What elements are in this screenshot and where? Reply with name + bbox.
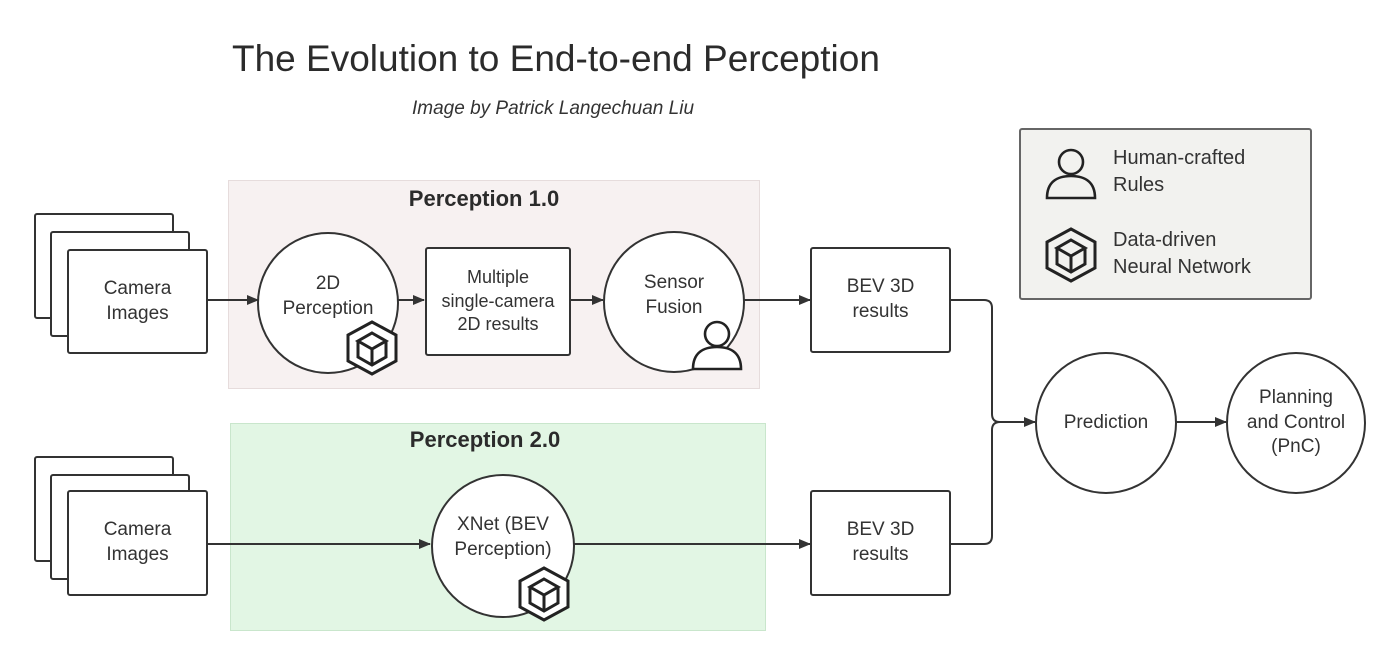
cube-icon: [346, 320, 398, 376]
camera-images-1-label: Camera Images: [103, 277, 172, 324]
perception-1-label: Perception 1.0: [408, 186, 560, 211]
bev-results-2: BEV 3D results: [810, 490, 951, 596]
bev-results-1: BEV 3D results: [810, 247, 951, 353]
pnc-label: Planning and Control (PnC): [1246, 386, 1346, 458]
person-icon: [691, 320, 743, 371]
arrow-bev1-to-prediction: [950, 299, 1036, 427]
xnet-label: XNet (BEV Perception): [454, 514, 552, 560]
multiple-results-box: Multiple single-camera 2D results: [425, 247, 571, 356]
legend-human-label: Human-crafted Rules: [1113, 147, 1246, 196]
camera-images-2: Camera Images: [67, 490, 208, 596]
perception-2-label: Perception 2.0: [409, 427, 561, 452]
legend-data-label: Data-driven Neural Network: [1113, 229, 1251, 278]
cube-icon: [518, 566, 570, 622]
pnc-node: Planning and Control (PnC): [1226, 352, 1366, 494]
diagram-title: The Evolution to End-to-end Perception: [232, 38, 880, 79]
multiple-results-label: Multiple single-camera 2D results: [441, 267, 555, 335]
person-icon: [1045, 148, 1097, 200]
diagram-subtitle: Image by Patrick Langechuan Liu: [412, 98, 695, 119]
prediction-node: Prediction: [1035, 352, 1177, 494]
bev-results-2-label: BEV 3D results: [846, 519, 915, 565]
camera-images-2-label: Camera Images: [103, 519, 172, 565]
camera-images-1: Camera Images: [67, 249, 208, 354]
cube-icon: [1045, 227, 1097, 283]
arrow-bev2-to-prediction: [950, 421, 1035, 545]
sensor-fusion-label: Sensor Fusion: [643, 272, 705, 318]
legend: Human-crafted Rules Data-driven Neural N…: [1019, 128, 1312, 300]
bev-results-1-label: BEV 3D results: [846, 276, 915, 322]
2d-perception-label: 2D Perception: [282, 273, 374, 319]
prediction-label: Prediction: [1063, 411, 1149, 433]
